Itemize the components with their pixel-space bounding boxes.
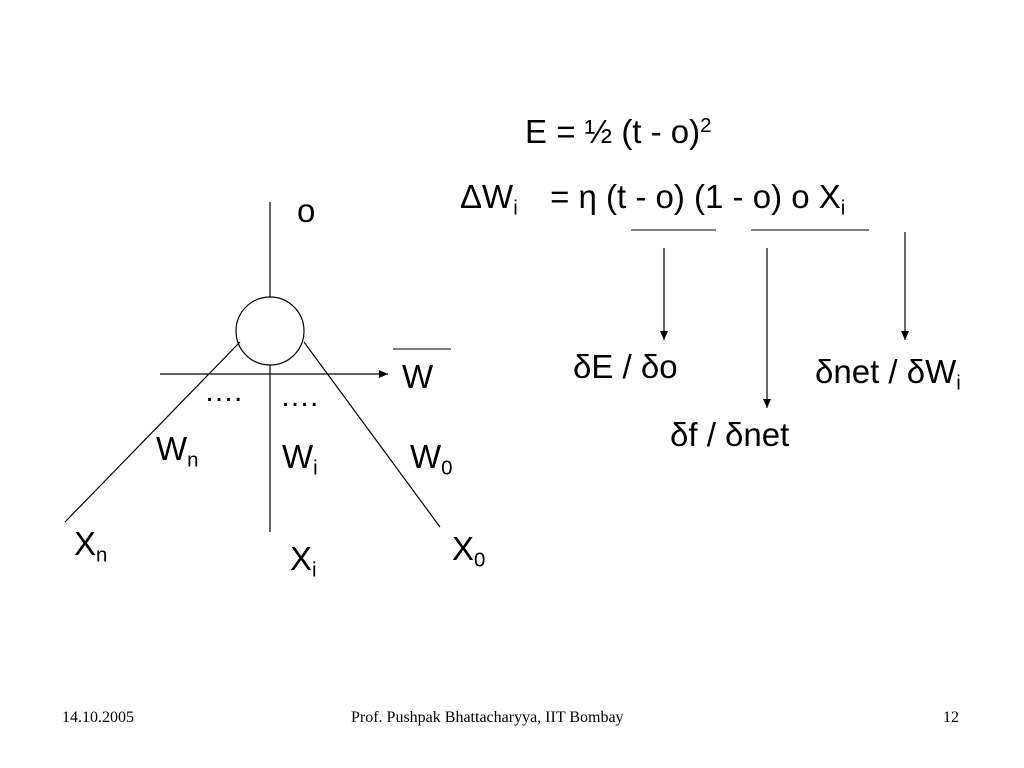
weight-n-label: Wn <box>156 430 199 472</box>
footer-author: Prof. Pushpak Bhattacharyya, IIT Bombay <box>351 709 624 726</box>
input-line-0 <box>303 341 441 528</box>
derivative-dE-do: δE / δo <box>573 348 678 385</box>
output-label: o <box>297 192 316 229</box>
input-i-label: Xi <box>290 540 317 582</box>
weight-0-label: W0 <box>410 438 453 480</box>
weight-i-label: Wi <box>282 438 318 480</box>
input-n-label: Xn <box>74 525 108 567</box>
footer-date: 14.10.2005 <box>62 709 134 726</box>
derivative-dnet-dW: δnet / δWi <box>815 353 961 395</box>
weight-update-equation: ΔWi = η (t - o) (1 - o) o Xi <box>460 178 846 220</box>
input-0-label: X0 <box>452 530 486 572</box>
footer-page-number: 12 <box>943 709 959 726</box>
input-line-n <box>64 341 241 523</box>
update-rhs: = η (t - o) (1 - o) o Xi <box>550 178 846 220</box>
weight-vector-label: W <box>402 358 434 395</box>
update-lhs: ΔWi <box>460 178 518 220</box>
dots-right: …. <box>280 380 319 413</box>
error-power: 2 <box>700 113 712 137</box>
error-lhs: E <box>525 113 548 150</box>
derivative-df-dnet: δf / δnet <box>670 416 790 453</box>
error-rhs: = ½ (t - o) <box>556 113 701 150</box>
dots-left: …. <box>204 375 243 408</box>
error-equation: E = ½ (t - o)2 <box>525 115 712 148</box>
perceptron-node <box>235 296 305 366</box>
